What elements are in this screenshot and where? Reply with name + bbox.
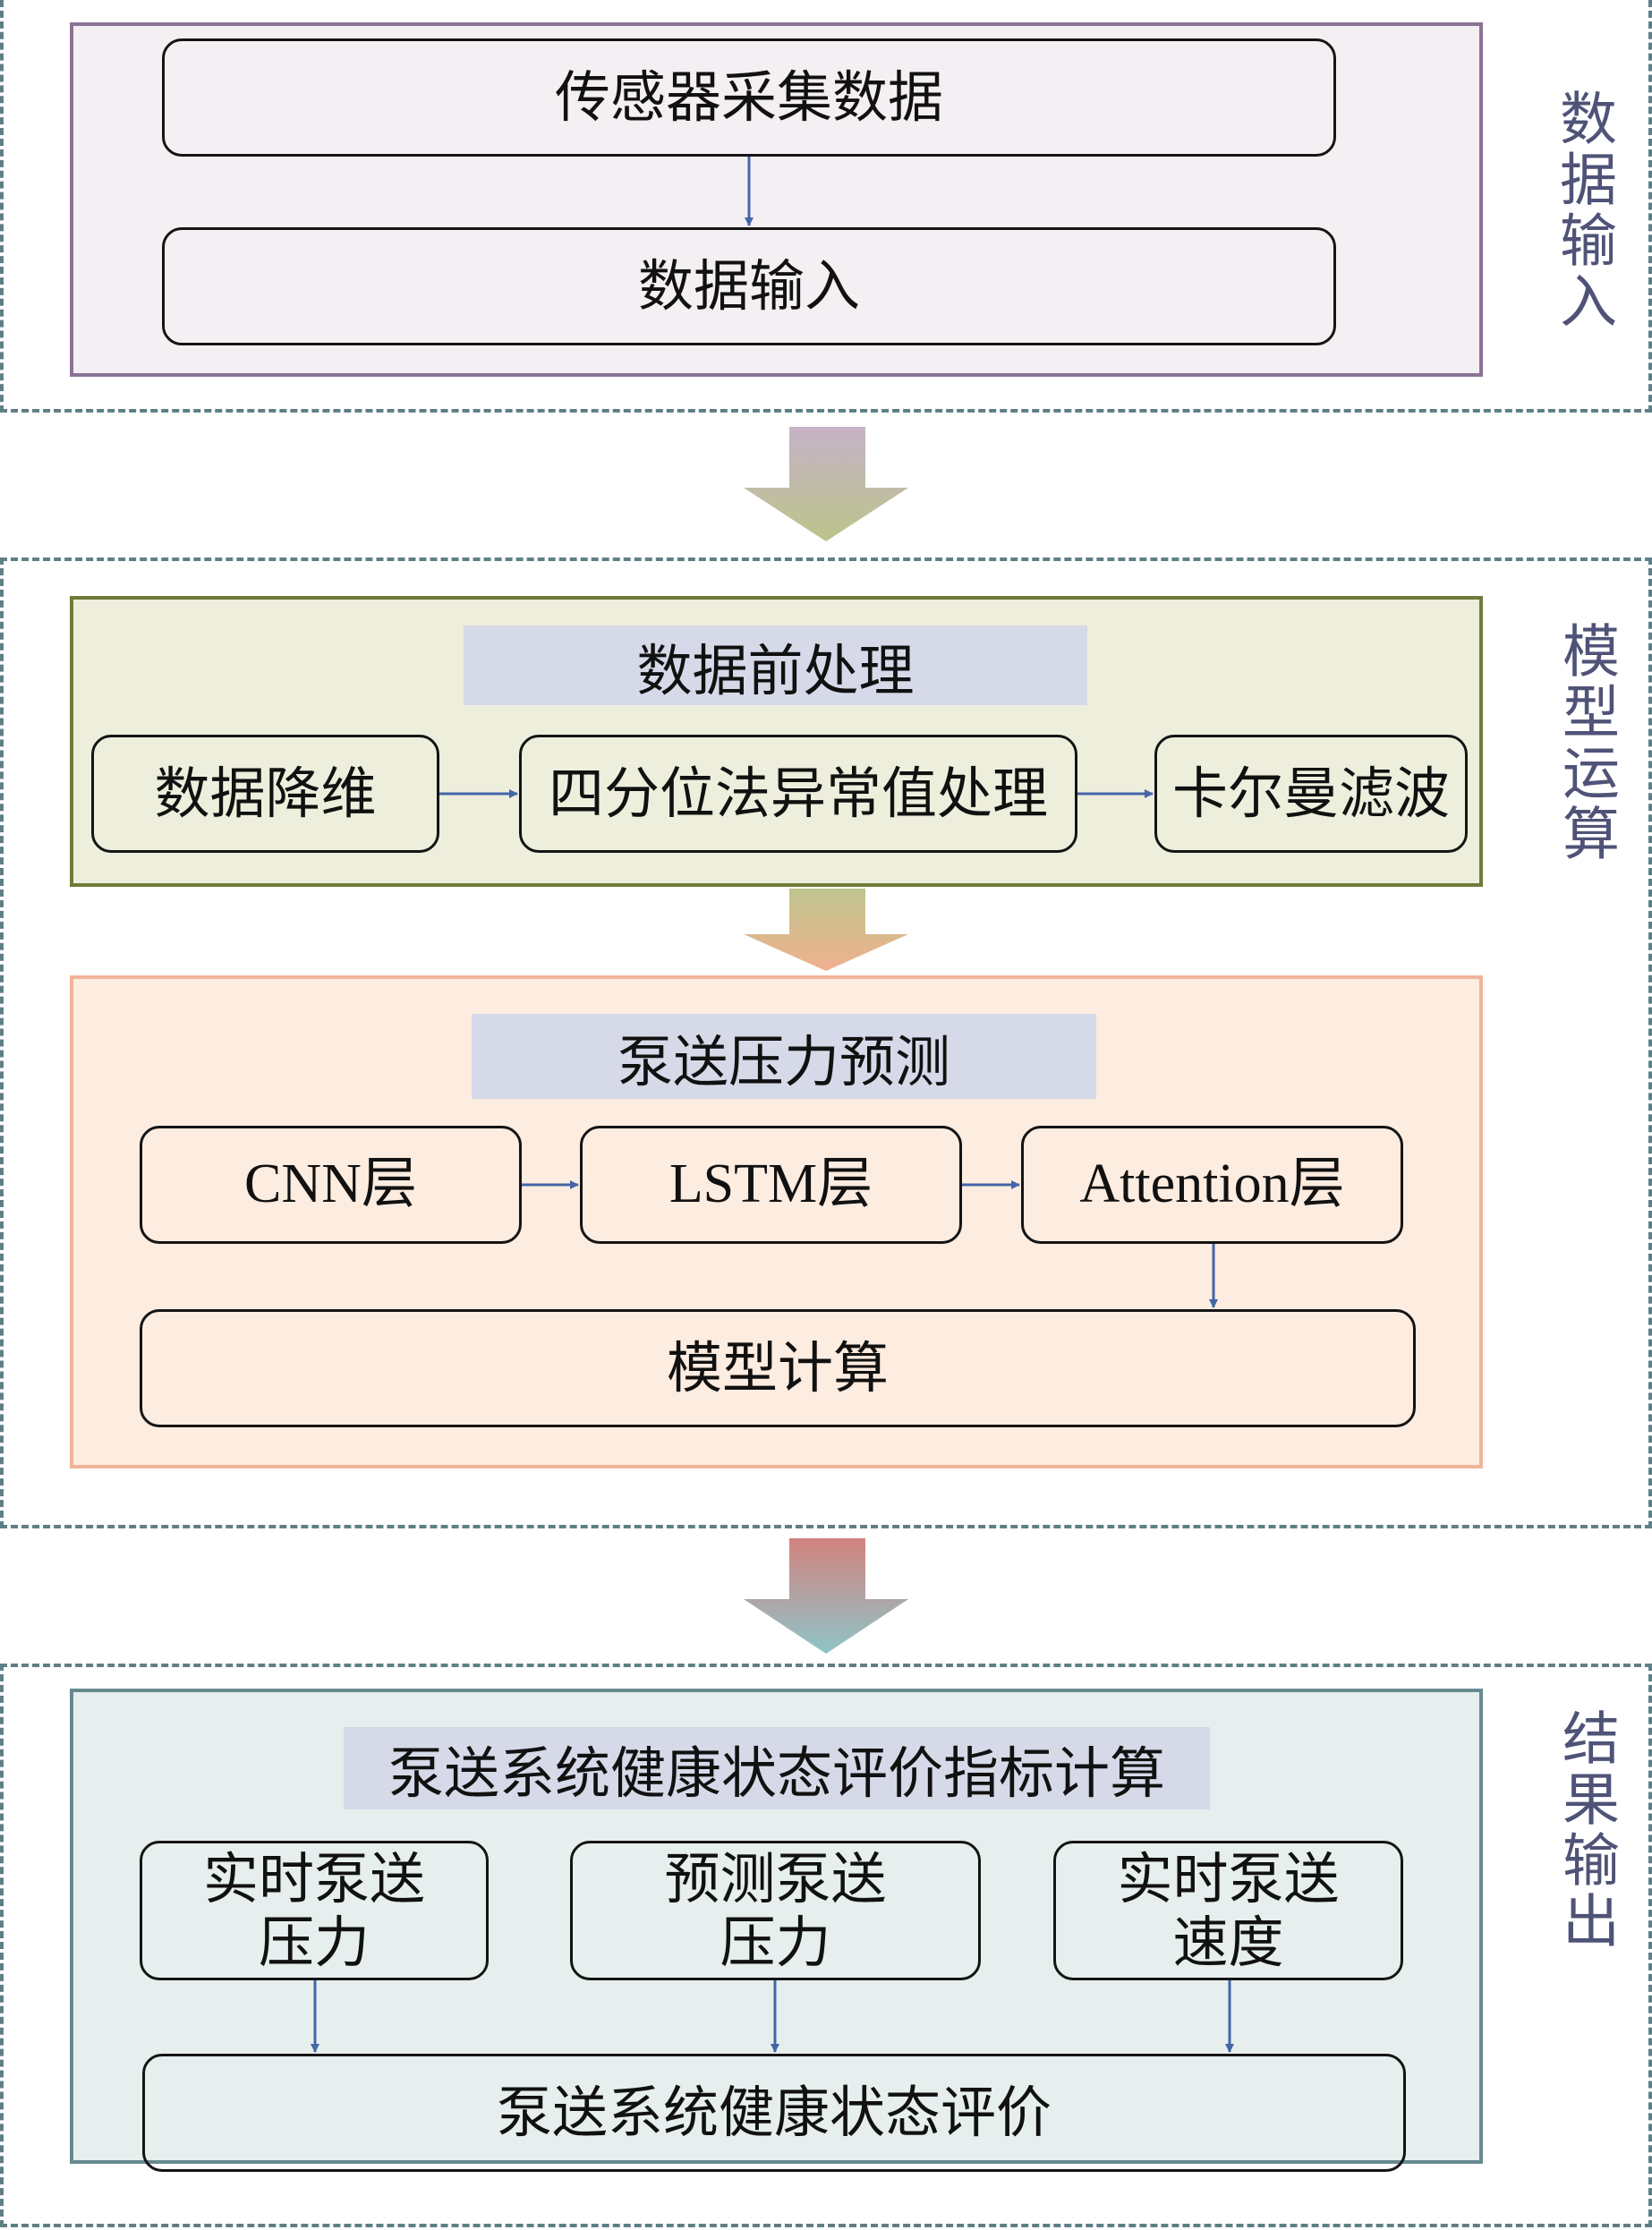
prediction-panel [70, 975, 1483, 1468]
node-label: 四分位法异常值处理 [548, 761, 1048, 827]
node-label: 实时泵送 速度 [1117, 1845, 1340, 1975]
node-label: 预测泵送 压力 [664, 1845, 887, 1975]
header-label: 泵送系统健康状态评价指标计算 [387, 1741, 1165, 1806]
node-quartile-outlier: 四分位法异常值处理 [519, 735, 1077, 853]
header-label: 泵送压力预测 [617, 1028, 950, 1094]
node-attention-layer: Attention层 [1021, 1126, 1403, 1244]
node-label: 模型计算 [666, 1335, 889, 1401]
evaluation-index-header: 泵送系统健康状态评价指标计算 [344, 1727, 1210, 1809]
node-label: 泵送系统健康状态评价 [496, 2080, 1052, 2146]
node-dimension-reduction: 数据降维 [91, 735, 439, 853]
node-data-input: 数据输入 [162, 227, 1336, 345]
data-input-panel [70, 22, 1483, 377]
flow-arrow-model-to-output [744, 1538, 908, 1654]
node-predicted-pressure: 预测泵送 压力 [570, 1841, 981, 1980]
node-lstm-layer: LSTM层 [580, 1126, 962, 1244]
node-realtime-pressure: 实时泵送 压力 [140, 1841, 489, 1980]
node-health-evaluation: 泵送系统健康状态评价 [142, 2054, 1406, 2172]
node-label: LSTM层 [668, 1153, 873, 1215]
flow-arrow-input-to-model [744, 427, 908, 541]
preprocess-header: 数据前处理 [464, 626, 1087, 705]
side-label-data-input: 数据输入 [1550, 89, 1616, 332]
section-output-frame [0, 1664, 1652, 2227]
node-label: 传感器采集数据 [554, 64, 943, 131]
node-label: CNN层 [244, 1153, 417, 1215]
connector-arrows [311, 157, 1234, 2053]
node-label: 数据降维 [154, 761, 377, 827]
section-model-frame [0, 558, 1652, 1528]
section-data-input-frame [0, 0, 1652, 413]
flow-arrow-preprocess-to-prediction [744, 889, 908, 971]
node-model-computation: 模型计算 [140, 1309, 1416, 1427]
node-label: Attention层 [1079, 1153, 1345, 1215]
node-label: 数据输入 [637, 253, 860, 319]
prediction-header: 泵送压力预测 [472, 1014, 1096, 1099]
node-kalman-filter: 卡尔曼滤波 [1154, 735, 1468, 853]
side-label-model: 模型运算 [1553, 621, 1619, 864]
side-label-output: 结果输出 [1553, 1708, 1619, 1952]
node-label: 实时泵送 压力 [202, 1845, 425, 1975]
node-sensor-collection: 传感器采集数据 [162, 38, 1336, 157]
header-label: 数据前处理 [636, 637, 915, 703]
node-cnn-layer: CNN层 [140, 1126, 522, 1244]
node-realtime-speed: 实时泵送 速度 [1053, 1841, 1403, 1980]
node-label: 卡尔曼滤波 [1171, 761, 1450, 827]
